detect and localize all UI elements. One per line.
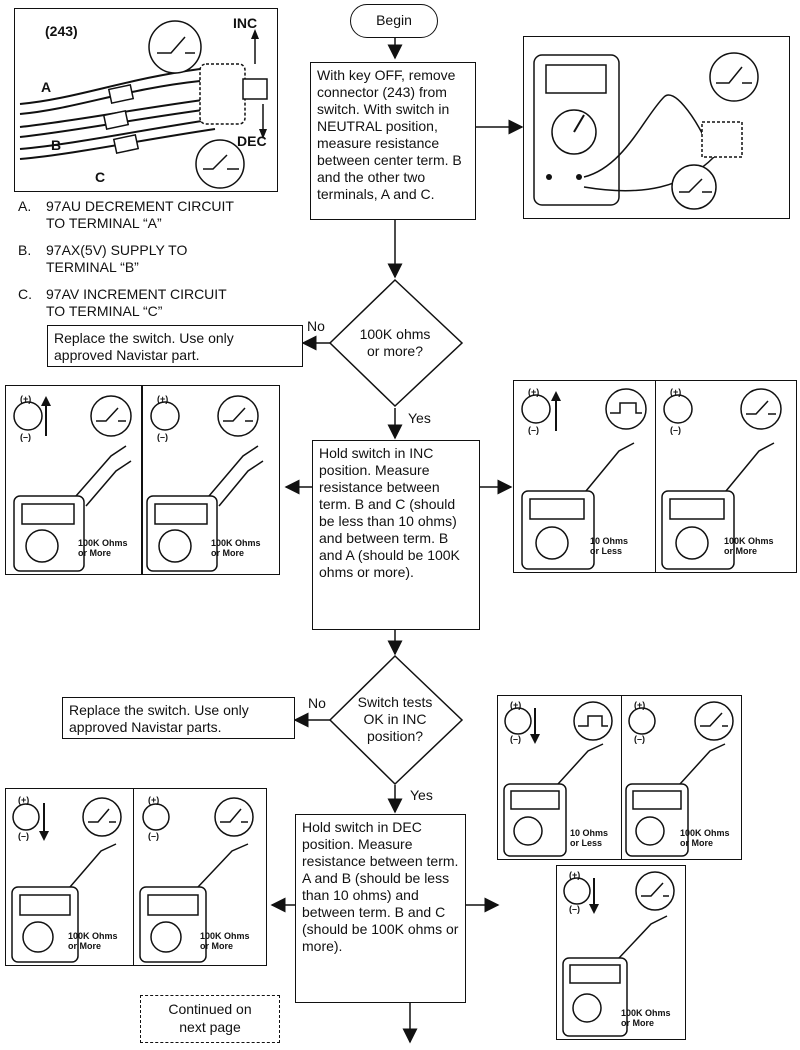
- legend-text-c: 97AV INCREMENT CIRCUIT TO TERMINAL “C”: [46, 286, 227, 319]
- wire-b-label: B: [51, 137, 62, 153]
- plus-sign: (+): [148, 795, 160, 805]
- meter-photo-inc-left-2: 100K Ohms or More (+) (–): [142, 385, 280, 575]
- legend-letter-a: A.: [18, 198, 32, 214]
- legend-letter-b: B.: [18, 242, 32, 258]
- meter-photo-dec-left-1: 100K Ohms or More (+) (–): [5, 788, 134, 966]
- plus-sign: (+): [20, 394, 32, 404]
- meter-photo-inc-left-1: 100K Ohms or More (+) (–): [5, 385, 142, 575]
- meter-photo-dec-right-3: 100K Ohms or More (+) (–): [556, 865, 686, 1040]
- plus-sign: (+): [18, 795, 30, 805]
- legend-letter-c: C.: [18, 286, 32, 302]
- minus-sign: (–): [634, 734, 645, 744]
- replace2-box: Replace the switch. Use only approved Na…: [62, 697, 295, 739]
- minus-sign: (–): [18, 831, 29, 841]
- reading-dec-left-2: 100K Ohms or More: [200, 931, 250, 951]
- decision1-yes: Yes: [408, 410, 431, 426]
- plus-sign: (+): [157, 394, 169, 404]
- continued-note: Continued on next page: [140, 995, 280, 1043]
- plus-sign: (+): [528, 387, 540, 397]
- minus-sign: (–): [569, 904, 580, 914]
- meter-photo-dec-left-2: 100K Ohms or More (+) (–): [133, 788, 267, 966]
- meter-photo-inc-right-1: 10 Ohms or Less (+) (–): [513, 380, 656, 573]
- decision2-yes: Yes: [410, 787, 433, 803]
- meter-photo-neutral: [523, 36, 790, 219]
- legend-text-b: 97AX(5V) SUPPLY TO TERMINAL “B”: [46, 242, 188, 275]
- reading-inc-right-2: 100K Ohms or More: [724, 536, 774, 556]
- minus-sign: (–): [670, 425, 681, 435]
- legend-text-a: 97AU DECREMENT CIRCUIT TO TERMINAL “A”: [46, 198, 234, 231]
- reading-inc-left-1: 100K Ohms or More: [78, 538, 128, 558]
- begin-terminal: Begin: [350, 4, 438, 38]
- reading-dec-left-1: 100K Ohms or More: [68, 931, 118, 951]
- reading-dec-right-2: 100K Ohms or More: [680, 828, 730, 848]
- decision1-no: No: [307, 318, 325, 334]
- reading-inc-right-1: 10 Ohms or Less: [590, 536, 629, 556]
- decision1-text: 100K ohms or more?: [359, 326, 431, 359]
- minus-sign: (–): [528, 425, 539, 435]
- reading-dec-right-1: 10 Ohms or Less: [570, 828, 609, 848]
- reading-dec-right-3: 100K Ohms or More: [621, 1008, 671, 1028]
- minus-sign: (–): [148, 831, 159, 841]
- wire-a-label: A: [41, 79, 52, 95]
- meter-photo-dec-right-2: 100K Ohms or More (+) (–): [621, 695, 742, 860]
- decision1-diamond: [328, 278, 464, 408]
- minus-sign: (–): [157, 432, 168, 442]
- plus-sign: (+): [670, 387, 682, 397]
- connector-number: (243): [45, 23, 78, 39]
- inc-label: INC: [233, 15, 258, 31]
- step2-box: Hold switch in INC position. Measure res…: [312, 440, 480, 630]
- decision2-text: Switch tests OK in INC position?: [357, 694, 433, 744]
- connector-figure: (243) INC DEC A B C: [14, 8, 278, 192]
- dec-label: DEC: [237, 133, 267, 149]
- wire-c-label: C: [95, 169, 106, 185]
- decision2-no: No: [308, 695, 326, 711]
- plus-sign: (+): [569, 870, 581, 880]
- plus-sign: (+): [634, 700, 646, 710]
- meter-photo-inc-right-2: 100K Ohms or More (+) (–): [655, 380, 797, 573]
- plus-sign: (+): [510, 700, 522, 710]
- replace1-box: Replace the switch. Use only approved Na…: [47, 325, 303, 367]
- meter-photo-dec-right-1: 10 Ohms or Less (+) (–): [497, 695, 622, 860]
- step3-box: Hold switch in DEC position. Measure res…: [295, 814, 466, 1003]
- connector-illustration: [19, 20, 268, 189]
- minus-sign: (–): [20, 432, 31, 442]
- decision2-diamond: [328, 654, 464, 786]
- step1-box: With key OFF, remove connector (243) fro…: [310, 62, 476, 220]
- minus-sign: (–): [510, 734, 521, 744]
- reading-inc-left-2: 100K Ohms or More: [211, 538, 261, 558]
